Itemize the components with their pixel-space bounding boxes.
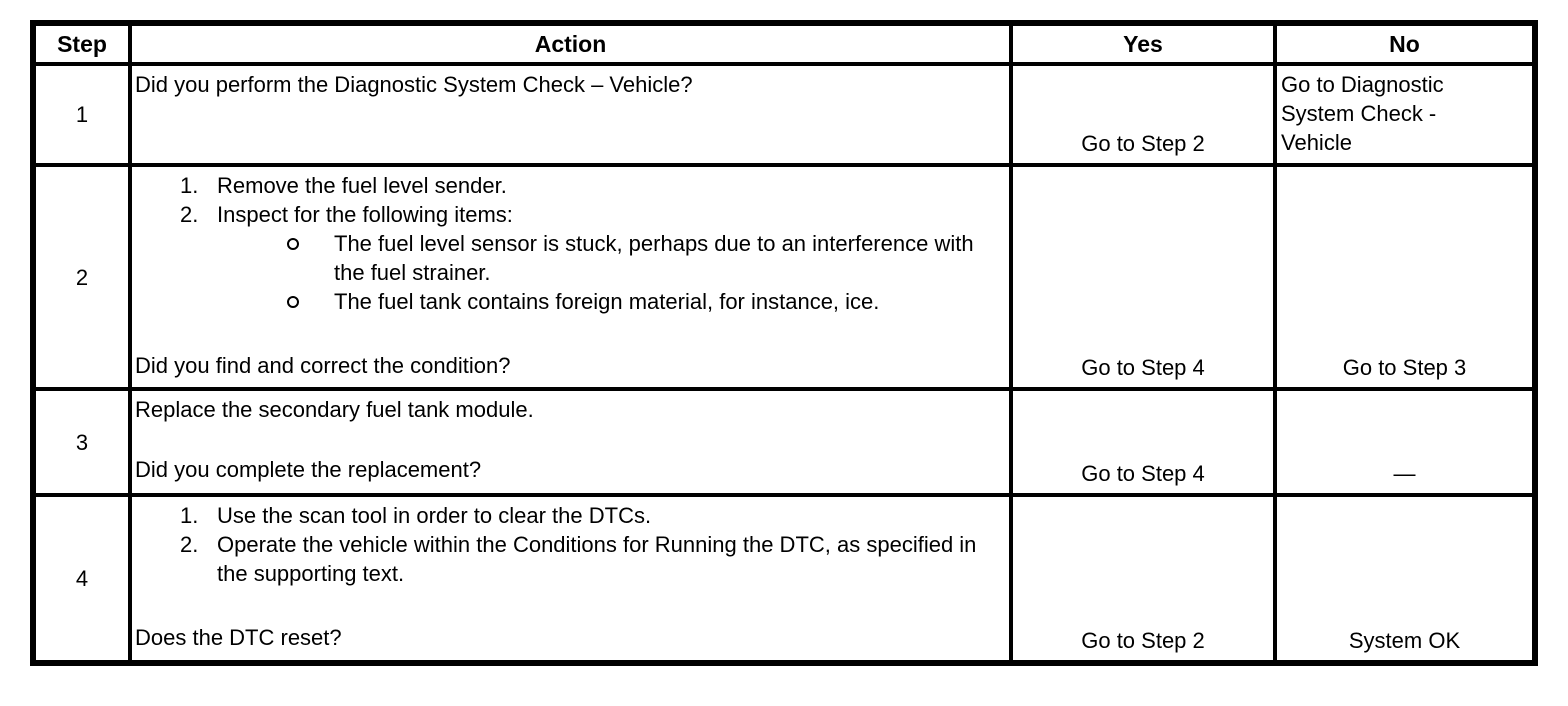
action-list-item: Remove the fuel level sender. bbox=[180, 171, 507, 200]
action-bullet-item: The fuel tank contains foreign material,… bbox=[135, 287, 1001, 316]
table-row-step-3: 3 Replace the secondary fuel tank module… bbox=[31, 387, 1537, 497]
action-question: Did you perform the Diagnostic System Ch… bbox=[135, 72, 693, 97]
yes-cell: Go to Step 2 bbox=[1009, 62, 1277, 167]
action-bullet-item: The fuel level sensor is stuck, perhaps … bbox=[135, 229, 1001, 287]
col-header-no: No bbox=[1273, 21, 1537, 66]
yes-instruction: Go to Step 2 bbox=[1081, 131, 1205, 156]
action-cell: Replace the secondary fuel tank module. … bbox=[128, 387, 1013, 497]
no-cell: — bbox=[1273, 387, 1537, 497]
no-instruction: — bbox=[1393, 461, 1416, 486]
step-number: 2 bbox=[31, 163, 132, 391]
col-header-action: Action bbox=[128, 21, 1013, 66]
header-row: Step Action Yes No bbox=[31, 21, 1537, 66]
action-question: Does the DTC reset? bbox=[135, 625, 342, 650]
action-list-item: Use the scan tool in order to clear the … bbox=[180, 501, 652, 530]
no-instruction: Go to Diagnostic System Check - Vehicle bbox=[1281, 72, 1444, 155]
yes-cell: Go to Step 2 bbox=[1009, 493, 1277, 665]
step-number: 4 bbox=[31, 493, 132, 665]
numbered-list: Use the scan tool in order to clear the … bbox=[135, 501, 1001, 588]
table-row-step-4: 4 Use the scan tool in order to clear th… bbox=[31, 493, 1537, 665]
step-number: 1 bbox=[31, 62, 132, 167]
yes-cell: Go to Step 4 bbox=[1009, 163, 1277, 391]
no-instruction: Go to Step 3 bbox=[1342, 355, 1467, 380]
diagnostic-steps-table: Step Action Yes No 1 Did you perform the… bbox=[30, 20, 1538, 666]
action-instructions: Remove the fuel level sender. Inspect fo… bbox=[135, 171, 1001, 316]
col-header-yes: Yes bbox=[1009, 21, 1277, 66]
action-instructions: Use the scan tool in order to clear the … bbox=[135, 501, 1001, 588]
yes-instruction: Go to Step 4 bbox=[1081, 461, 1205, 486]
no-cell: Go to Step 3 bbox=[1273, 163, 1537, 391]
yes-instruction: Go to Step 4 bbox=[1081, 355, 1205, 380]
yes-instruction: Go to Step 2 bbox=[1081, 628, 1205, 653]
no-cell: Go to Diagnostic System Check - Vehicle bbox=[1273, 62, 1537, 167]
bullet-list: The fuel level sensor is stuck, perhaps … bbox=[135, 229, 1001, 316]
action-list-item: Inspect for the following items: bbox=[180, 200, 513, 229]
no-cell: System OK bbox=[1273, 493, 1537, 665]
col-header-step: Step bbox=[31, 21, 132, 66]
action-question: Did you find and correct the condition? bbox=[135, 353, 511, 378]
action-statement: Replace the secondary fuel tank module. bbox=[135, 397, 534, 422]
no-instruction: System OK bbox=[1348, 628, 1461, 653]
numbered-list: Remove the fuel level sender. Inspect fo… bbox=[135, 171, 1001, 229]
action-question: Did you complete the replacement? bbox=[135, 457, 482, 482]
action-list-item: Operate the vehicle within the Condition… bbox=[180, 530, 977, 586]
table-row-step-1: 1 Did you perform the Diagnostic System … bbox=[31, 62, 1537, 167]
yes-cell: Go to Step 4 bbox=[1009, 387, 1277, 497]
table-row-step-2: 2 Remove the fuel level sender. Inspect … bbox=[31, 163, 1537, 391]
action-cell: Did you perform the Diagnostic System Ch… bbox=[128, 62, 1013, 167]
step-number: 3 bbox=[31, 387, 132, 497]
action-cell: Use the scan tool in order to clear the … bbox=[128, 493, 1013, 665]
action-cell: Remove the fuel level sender. Inspect fo… bbox=[128, 163, 1013, 391]
